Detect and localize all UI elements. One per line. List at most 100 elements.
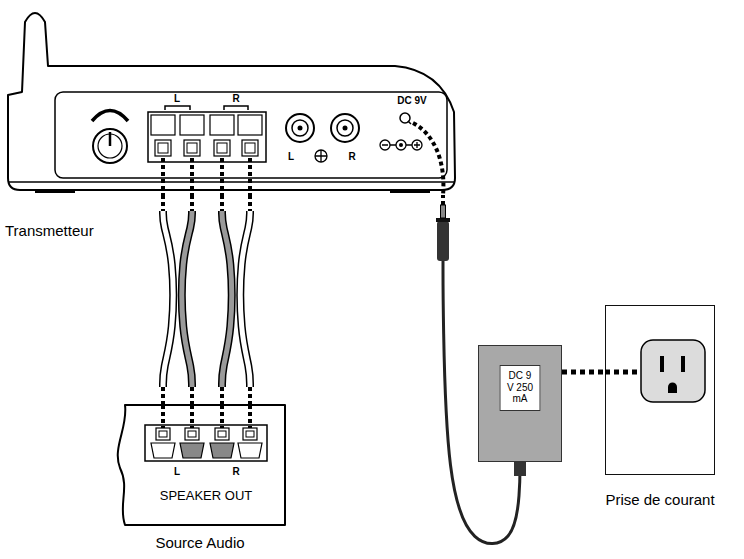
wire-insulation [240, 211, 250, 387]
wire-stub [163, 158, 250, 195]
terminal-hole [159, 431, 167, 437]
rca-jack [286, 114, 314, 142]
knob-indicator [109, 132, 112, 146]
plug-insert-line [441, 195, 445, 205]
terminal-block [148, 112, 266, 162]
rating-text: DC 9 V 250 mA [506, 370, 535, 405]
volume-knob [98, 134, 122, 158]
channel-label: L [174, 466, 180, 478]
device-title: Source Audio [155, 534, 244, 551]
speaker-terminal-block [145, 425, 267, 461]
power-input-label: DC 9V [397, 95, 426, 107]
terminal-hole [243, 428, 257, 440]
transmitter-housing: Transmetteur [8, 8, 455, 195]
audio-source-box-outline [118, 405, 285, 525]
wire-end [190, 195, 194, 211]
rating-label-box: DC 9 V 250 mA [500, 365, 541, 411]
terminal-clip [238, 115, 262, 135]
wire-stub [163, 405, 250, 428]
speaker-cable [222, 195, 250, 405]
transmitter-housing-outline [8, 8, 455, 195]
terminal-hole [156, 428, 170, 440]
dc-jack [400, 113, 410, 123]
terminal-hole [188, 431, 196, 437]
wire-insulation [222, 211, 232, 387]
wire-insulation [222, 211, 232, 387]
terminal-hole [185, 428, 199, 440]
channel-label: L [174, 93, 180, 105]
rca-jack [331, 114, 359, 142]
terminal-hole [187, 143, 197, 153]
plug-insert-line [413, 123, 443, 195]
terminal-hole [246, 431, 254, 437]
dc-jack [408, 121, 411, 124]
ground-symbol [315, 150, 327, 162]
wire-insulation [240, 211, 250, 387]
power-adapter: DC 9 V 250 mA [478, 345, 562, 462]
jack-label: L [288, 151, 294, 163]
jack-label: R [348, 151, 355, 163]
wire-end [220, 195, 224, 211]
wire-insulation [182, 211, 192, 387]
strain-relief [514, 462, 526, 476]
polarity-symbol [412, 140, 422, 150]
rca-jack [298, 126, 303, 131]
terminal-hole [214, 140, 230, 156]
terminal-hole [245, 143, 255, 153]
dc-plug-collar [436, 218, 450, 222]
port-label: SPEAKER OUT [160, 489, 252, 504]
knob-arc [92, 111, 128, 122]
front-panel [55, 92, 447, 178]
outlet-faceplate [641, 340, 705, 402]
wire-end [161, 195, 165, 211]
wire-insulation [163, 211, 173, 387]
speaker-cable [163, 195, 192, 405]
terminal-lever [151, 443, 175, 458]
polarity-symbol [396, 140, 406, 150]
wire-insulation [182, 211, 192, 387]
channel-bracket [165, 106, 190, 110]
terminal-hole [215, 428, 229, 440]
wire-end [248, 195, 252, 211]
plug-in-line [562, 370, 605, 375]
wire-end [190, 387, 194, 405]
outlet-ground-hole [668, 383, 677, 394]
plug-insert-line [605, 370, 641, 375]
dc-plug-tip [441, 205, 446, 218]
terminal-hole [218, 431, 226, 437]
channel-bracket [224, 106, 248, 110]
plug-in-line [562, 372, 605, 373]
polarity-symbol [382, 142, 420, 148]
outlet-slot [660, 356, 664, 372]
ground-symbol [315, 150, 327, 162]
wire-end [161, 387, 165, 405]
polarity-symbol [380, 140, 390, 150]
wire-end [248, 387, 252, 405]
outlet-slot [681, 356, 685, 372]
housing-foot [390, 189, 430, 193]
terminal-lever [210, 443, 234, 458]
channel-label: R [232, 93, 239, 105]
device-title: Prise de courant [605, 491, 714, 508]
housing-base-line [8, 181, 455, 183]
rca-jack [343, 126, 348, 131]
volume-knob [93, 129, 127, 163]
audio-source-box: SPEAKER OUTSource Audio [112, 405, 287, 525]
terminal-clip [210, 115, 234, 135]
device-title: Transmetteur [5, 222, 94, 239]
audio-source-box-outline [112, 405, 287, 525]
rca-jack [292, 120, 308, 136]
housing-foot [35, 189, 75, 193]
transmitter-housing-outline [8, 13, 455, 190]
terminal-hole [155, 140, 171, 156]
terminal-clip [180, 115, 204, 135]
polarity-symbol [399, 143, 403, 147]
wire-end [220, 387, 224, 405]
channel-label: R [232, 466, 239, 478]
terminal-hole [217, 143, 227, 153]
terminal-hole [184, 140, 200, 156]
